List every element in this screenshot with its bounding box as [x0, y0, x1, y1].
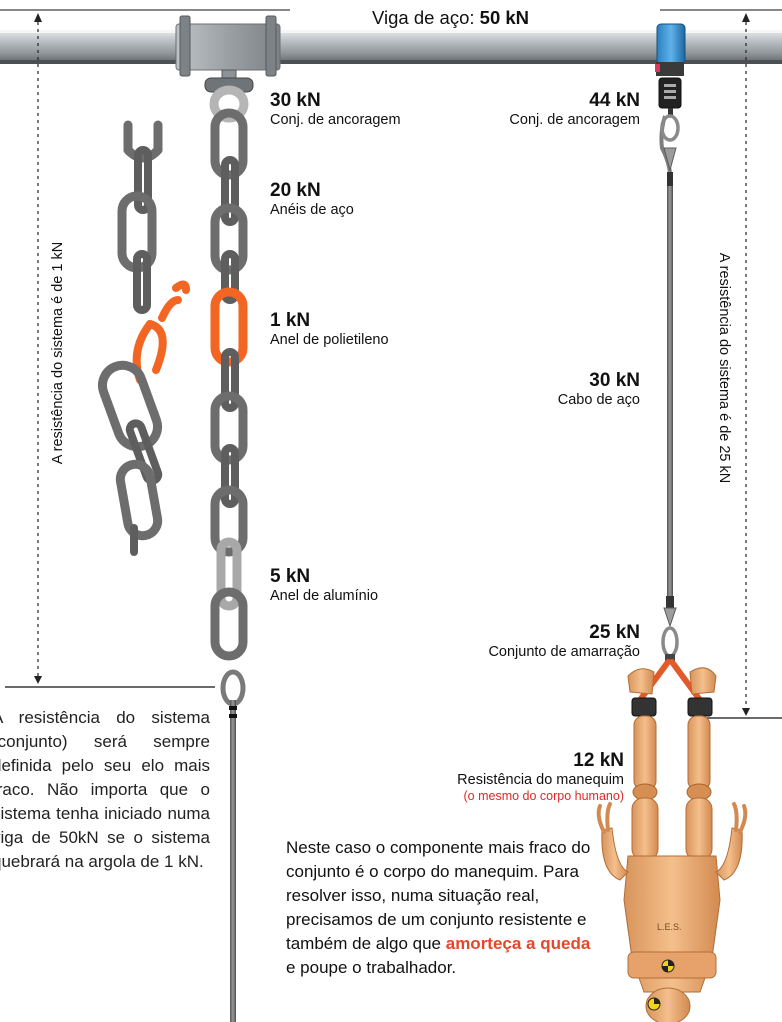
component-caption: Cabo de aço — [557, 391, 640, 408]
right-cable-label: 30 kN Cabo de aço — [440, 370, 640, 409]
left-polyethylene-label: 1 kN Anel de polietileno — [270, 310, 389, 349]
right-system-strength-label: A resistência do sistema é de 25 kN — [716, 252, 732, 484]
component-value: 30 kN — [589, 370, 640, 391]
right-explanation: Neste caso o componente mais fraco do co… — [286, 836, 604, 980]
right-dummy-label: 12 kN Resistência do manequim (o mesmo d… — [380, 750, 624, 803]
component-value: 44 kN — [589, 90, 640, 111]
left-anchor-label: 30 kN Conj. de ancoragem — [270, 90, 401, 129]
component-caption: Conj. de ancoragem — [509, 111, 640, 128]
broken-chain — [97, 120, 190, 556]
component-caption: Anel de alumínio — [270, 587, 379, 604]
dummy-tag: L.E.S. — [657, 922, 682, 932]
left-steel-rings-label: 20 kN Anéis de aço — [270, 180, 354, 219]
component-value: 30 kN — [270, 90, 321, 111]
component-caption: Conjunto de amarração — [488, 643, 640, 660]
right-explanation-highlight: amorteça a queda — [445, 934, 591, 953]
component-value: 1 kN — [270, 310, 311, 331]
right-dimension-line — [706, 13, 782, 719]
component-caption: Anéis de aço — [270, 201, 354, 218]
lower-rod — [229, 700, 237, 1022]
component-caption: Conj. de ancoragem — [270, 111, 401, 128]
component-value: 20 kN — [270, 180, 321, 201]
beam-title: Viga de aço: 50 kN — [372, 7, 529, 29]
component-caption: Resistência do manequim — [457, 771, 624, 788]
right-explanation-text: Neste caso o componente mais fraco do co… — [286, 838, 591, 953]
main-chain — [209, 85, 249, 707]
component-caption: Anel de polietileno — [270, 331, 389, 348]
beam-value: 50 kN — [479, 7, 530, 28]
component-value: 12 kN — [573, 750, 624, 771]
left-system-strength-label: A resistência do sistema é de 1 kN — [50, 241, 66, 465]
right-lanyard — [659, 108, 680, 664]
right-lanyard-label: 25 kN Conjunto de amarração — [400, 622, 640, 661]
component-note: (o mesmo do corpo humano) — [463, 788, 625, 803]
left-dimension-line — [5, 13, 215, 688]
steel-beam — [0, 9, 782, 64]
left-aluminium-label: 5 kN Anel de alumínio — [270, 566, 378, 605]
test-dummy — [596, 659, 748, 1022]
beam-label: Viga de aço: — [372, 7, 475, 28]
component-value: 25 kN — [589, 622, 640, 643]
right-anchor-label: 44 kN Conj. de ancoragem — [440, 90, 640, 129]
component-value: 5 kN — [270, 566, 311, 587]
right-explanation-end: e poupe o trabalhador. — [286, 958, 457, 977]
left-explanation: A resistência do sistema (conjunto) será… — [0, 708, 210, 871]
beam-anchor-device — [655, 23, 686, 109]
beam-clamp — [175, 15, 281, 93]
